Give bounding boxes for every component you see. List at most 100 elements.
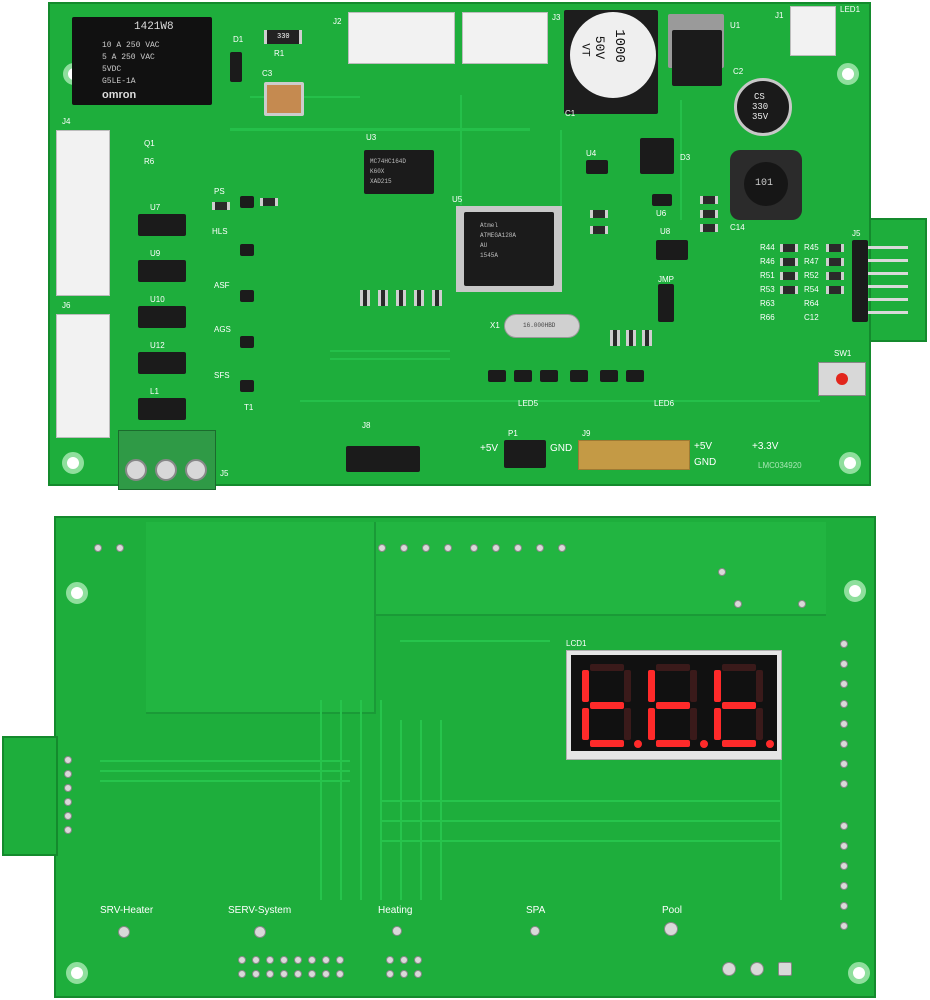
smd-resistor bbox=[626, 330, 636, 346]
silk-label-sfs: SFS bbox=[214, 371, 230, 380]
header-p1 bbox=[504, 440, 546, 468]
mounting-hole bbox=[839, 452, 861, 474]
silk-ref-u11: U12 bbox=[150, 341, 165, 350]
via-pad bbox=[280, 956, 288, 964]
via-pad bbox=[470, 544, 478, 552]
via-pad bbox=[64, 812, 72, 820]
mcu-u5: Atmel ATMEGA128A AU 1545A bbox=[464, 212, 554, 286]
smd-resistor bbox=[780, 286, 798, 294]
label-serv-system: SERV-System bbox=[228, 905, 292, 916]
silk-ref-j6: J6 bbox=[62, 301, 71, 310]
silk-ref-j1: J1 bbox=[775, 11, 784, 20]
via-pad bbox=[840, 882, 848, 890]
via-pad bbox=[444, 544, 452, 552]
smd-resistor bbox=[360, 290, 370, 306]
capacitor-c1-top bbox=[570, 12, 656, 98]
via-pad bbox=[266, 956, 274, 964]
silk-ref-r24: R45 bbox=[804, 243, 819, 252]
smd-resistor bbox=[700, 224, 718, 232]
via-pad bbox=[400, 956, 408, 964]
smd-resistor bbox=[378, 290, 388, 306]
via-pad bbox=[734, 600, 742, 608]
via-pad bbox=[414, 970, 422, 978]
via-pad bbox=[558, 544, 566, 552]
silk-label-j9-plus5v: +5V bbox=[694, 441, 713, 452]
smd-resistor bbox=[826, 244, 844, 252]
silk-label-j9-gnd: GND bbox=[694, 457, 717, 468]
u2-line3: XAD215 bbox=[370, 178, 392, 185]
silk-label-t1-3v3: +3.3V bbox=[752, 441, 779, 452]
c1-voltage: 50V bbox=[592, 35, 608, 60]
mcu-brand: Atmel bbox=[480, 222, 499, 229]
pcb-trace bbox=[400, 640, 550, 642]
pcb-trace bbox=[380, 840, 780, 842]
header-j5 bbox=[852, 240, 868, 322]
pcb-trace bbox=[380, 820, 780, 822]
display-digit-text: t. t. t. bbox=[575, 740, 775, 754]
transistor bbox=[514, 370, 532, 382]
silk-ref-u3: U4 bbox=[586, 149, 597, 158]
resistor-r1: 330 bbox=[264, 30, 302, 44]
via-pad bbox=[266, 970, 274, 978]
smd-resistor bbox=[432, 290, 442, 306]
smd-resistor bbox=[826, 258, 844, 266]
inductor-l4-core bbox=[744, 162, 788, 206]
connector-j4 bbox=[56, 130, 110, 296]
via-pad bbox=[252, 970, 260, 978]
smd-resistor bbox=[590, 226, 608, 234]
edge-tab-left bbox=[2, 736, 58, 856]
label-heating: Heating bbox=[378, 905, 413, 916]
label-pool: Pool bbox=[662, 905, 683, 916]
via-pad bbox=[840, 740, 848, 748]
silk-ref-l7: C12 bbox=[804, 313, 819, 322]
silk-label-ps: PS bbox=[214, 187, 225, 196]
silk-ref-r30: R51 bbox=[760, 271, 775, 280]
silk-ref-q1: Q1 bbox=[144, 139, 155, 148]
via-pad bbox=[64, 784, 72, 792]
pcb-trace bbox=[440, 720, 442, 900]
mcu-line2: AU bbox=[480, 242, 488, 249]
pcb-trace bbox=[100, 780, 350, 782]
via-pad bbox=[308, 970, 316, 978]
indicator-pad-heating bbox=[392, 926, 402, 936]
silk-label-p1-plus5v: +5V bbox=[480, 443, 499, 454]
terminal-screw bbox=[155, 459, 177, 481]
c1-series: VT bbox=[578, 43, 591, 57]
relay-brand: omron bbox=[102, 89, 137, 101]
indicator-pad-pool bbox=[664, 922, 678, 936]
silk-ref-jmp: JMP bbox=[658, 275, 674, 284]
silk-label-ags: AGS bbox=[214, 325, 231, 334]
silk-ref-sw1: SW1 bbox=[834, 349, 852, 358]
transistor bbox=[240, 290, 254, 302]
optocoupler-u12 bbox=[138, 398, 186, 420]
bottom-board-inner-panel-right bbox=[376, 522, 826, 616]
push-button-sw1[interactable] bbox=[818, 362, 866, 396]
smd-resistor bbox=[826, 272, 844, 280]
via-pad bbox=[116, 544, 124, 552]
silk-ref-r45: R66 bbox=[760, 313, 775, 322]
transistor bbox=[570, 370, 588, 382]
indicator-pad-srv-heater bbox=[118, 926, 130, 938]
diode-d3 bbox=[640, 138, 674, 174]
label-spa: SPA bbox=[526, 905, 546, 916]
via-pad bbox=[322, 956, 330, 964]
via-pad bbox=[840, 640, 848, 648]
via-pad bbox=[840, 680, 848, 688]
connector-j1 bbox=[790, 6, 836, 56]
via-pad bbox=[840, 862, 848, 870]
silk-ref-x1: X1 bbox=[490, 321, 500, 330]
smd-resistor bbox=[780, 272, 798, 280]
silk-ref-j7: J5 bbox=[220, 469, 229, 478]
silk-ref-led1: LED1 bbox=[840, 5, 861, 14]
via-pad bbox=[840, 780, 848, 788]
relay-code: 1421W8 bbox=[134, 21, 174, 33]
push-button-cap[interactable] bbox=[836, 373, 848, 385]
header-j8 bbox=[346, 446, 420, 472]
regulator-u1-body bbox=[672, 30, 722, 86]
via-pad bbox=[718, 568, 726, 576]
silk-label-p1-gnd: GND bbox=[550, 443, 573, 454]
pcb-trace bbox=[330, 358, 450, 360]
silk-ref-u7: U8 bbox=[660, 227, 671, 236]
silk-ref-led2: LED5 bbox=[518, 399, 539, 408]
pcb-trace bbox=[380, 800, 780, 802]
